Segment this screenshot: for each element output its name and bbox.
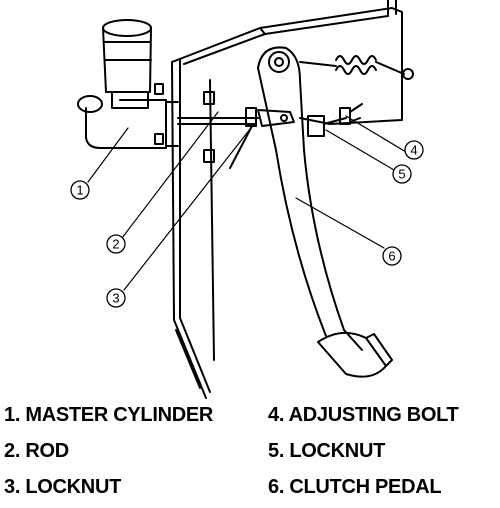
adjusting-bolt-assembly — [307, 103, 363, 137]
svg-text:4: 4 — [410, 143, 417, 158]
callout-2: 2 — [106, 234, 126, 254]
callout-3: 3 — [106, 288, 126, 308]
firewall-bolts — [203, 91, 215, 163]
svg-text:3: 3 — [112, 291, 119, 306]
parts-legend: 1. MASTER CYLINDER 2. ROD 3. LOCKNUT 4. … — [0, 400, 500, 508]
callout-4: 4 — [404, 140, 424, 160]
master-cylinder — [77, 19, 179, 149]
pedal-bracket — [171, 0, 403, 125]
legend-item-adjusting-bolt: 4. ADJUSTING BOLT — [268, 404, 459, 426]
legend-item-master-cylinder: 1. MASTER CYLINDER — [4, 404, 214, 426]
legend-item-rod: 2. ROD — [4, 440, 69, 462]
return-spring — [299, 55, 414, 80]
push-rod — [177, 107, 295, 169]
legend-item-locknut-3: 3. LOCKNUT — [4, 476, 122, 498]
clutch-pedal-arm — [257, 46, 363, 351]
callout-5: 5 — [392, 164, 412, 184]
pedal-pad — [317, 331, 393, 378]
firewall-plate — [171, 59, 215, 399]
legend-item-locknut-5: 5. LOCKNUT — [268, 440, 386, 462]
legend-item-clutch-pedal: 6. CLUTCH PEDAL — [268, 476, 442, 498]
svg-text:5: 5 — [398, 167, 405, 182]
callout-1: 1 — [70, 180, 90, 200]
leader-lines — [87, 111, 407, 291]
svg-text:2: 2 — [112, 237, 119, 252]
clutch-pedal-diagram: 1 2 3 4 5 6 — [70, 0, 424, 399]
callout-6: 6 — [382, 246, 402, 266]
svg-text:1: 1 — [76, 183, 83, 198]
svg-text:6: 6 — [388, 249, 395, 264]
